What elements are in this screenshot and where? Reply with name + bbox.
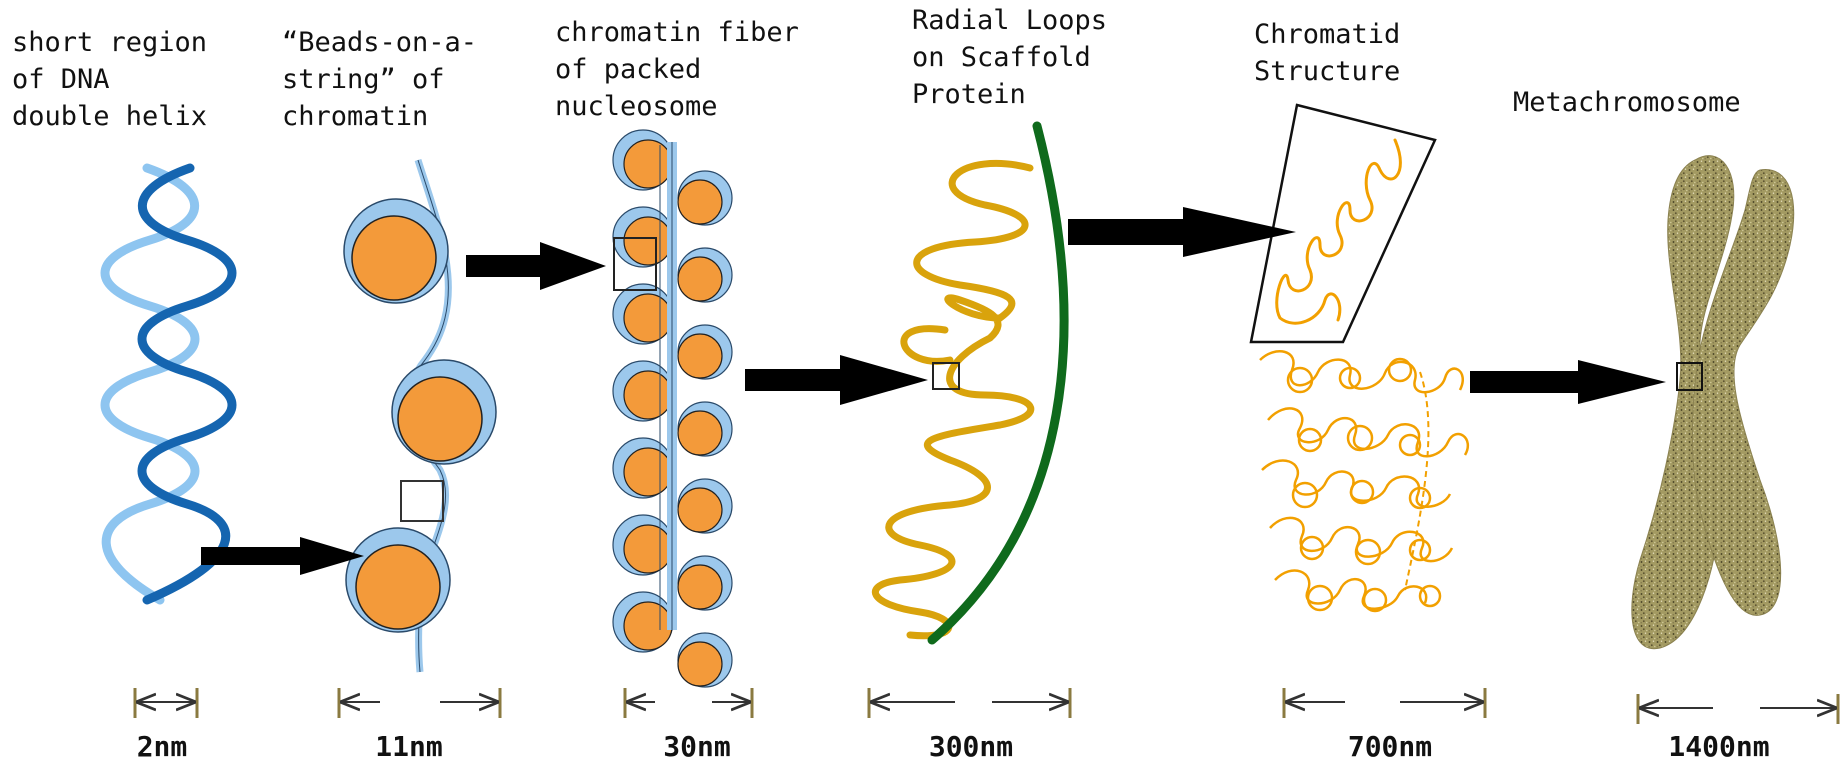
arrow-chromatid-to-chromosome xyxy=(1470,360,1666,404)
chromatid-structure xyxy=(1251,105,1468,611)
fiber-nucleosome xyxy=(624,525,672,573)
chromatid-loop-upper xyxy=(1277,140,1401,323)
chromatin-fiber xyxy=(613,130,732,687)
fiber-nucleosome xyxy=(624,217,672,265)
dna-double-helix xyxy=(105,168,232,600)
fiber-nucleosome xyxy=(624,140,672,188)
fiber-nucleosome xyxy=(678,488,722,532)
fiber-nucleosome xyxy=(624,294,672,342)
fiber-nucleosome xyxy=(624,448,672,496)
zoom-frame xyxy=(1251,105,1435,342)
fiber-nucleosome xyxy=(678,257,722,301)
scale-bar-700nm xyxy=(1284,688,1485,718)
helix-strand-light xyxy=(105,168,195,600)
scale-bar-30nm xyxy=(625,688,752,718)
fiber-nucleosome xyxy=(678,642,722,686)
arrow-loops-to-chromatid xyxy=(1068,207,1296,257)
metachromosome xyxy=(1632,156,1794,649)
fiber-nucleosome xyxy=(678,411,722,455)
scale-bars xyxy=(135,688,1838,724)
fiber-nucleosome xyxy=(624,371,672,419)
helix-strand-dark xyxy=(142,168,232,600)
nucleosome-bead xyxy=(346,528,450,632)
beads-on-string xyxy=(344,160,496,672)
arrow-beads-to-fiber xyxy=(466,242,606,290)
arrow-fiber-to-loops xyxy=(745,355,928,405)
zoom-box xyxy=(401,481,443,521)
loop-strand-tail xyxy=(904,329,950,362)
scale-bar-11nm xyxy=(339,688,500,718)
scale-bar-300nm xyxy=(869,688,1070,718)
fiber-nucleosome xyxy=(678,334,722,378)
fiber-nucleosome xyxy=(678,565,722,609)
scale-bar-1400nm xyxy=(1638,694,1838,724)
loop-strand xyxy=(875,163,1031,635)
fiber-nucleosome xyxy=(678,180,722,224)
chromatid-curls xyxy=(1288,359,1440,611)
fiber-nucleosome xyxy=(624,602,672,650)
nucleosome-bead xyxy=(344,199,448,303)
nucleosome-bead xyxy=(392,360,496,464)
scale-bar-2nm xyxy=(135,688,197,718)
